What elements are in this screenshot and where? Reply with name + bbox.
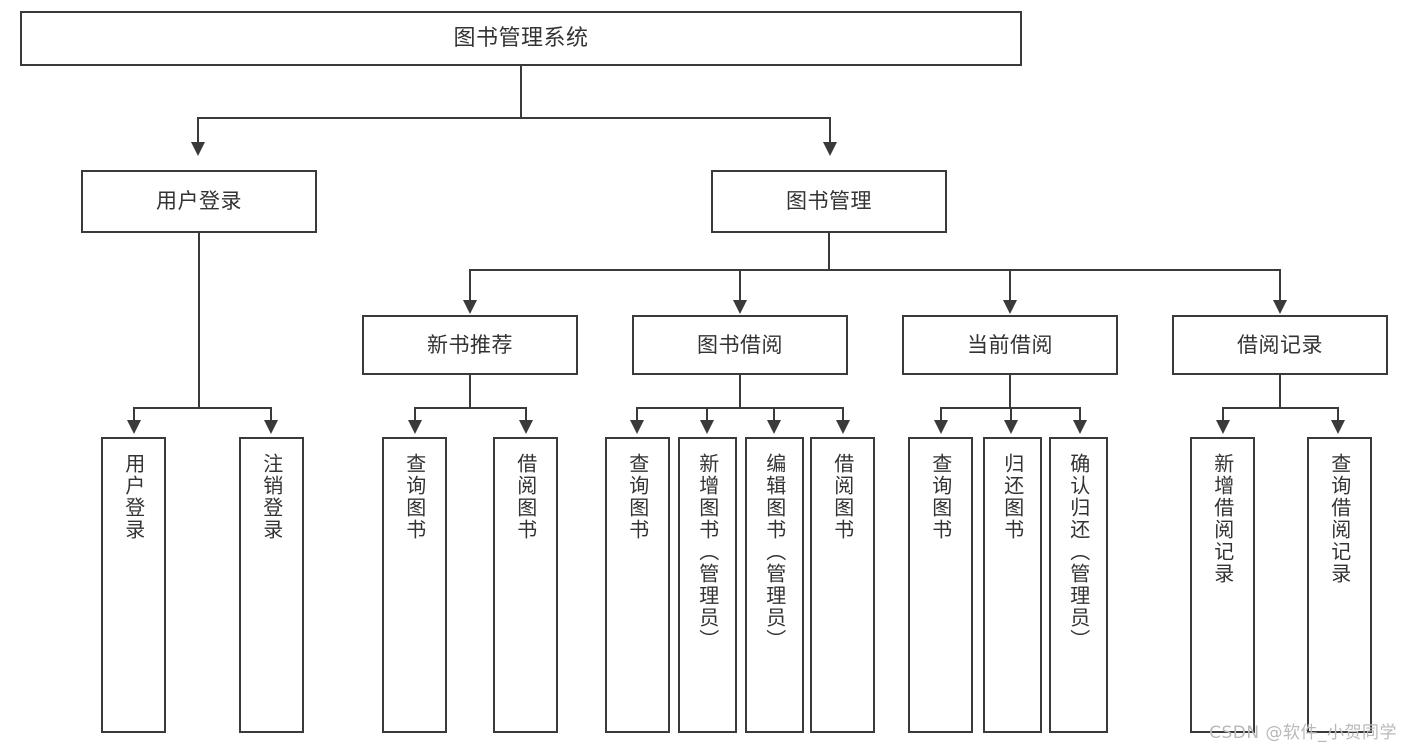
node-book-management[interactable]: 图书管理	[711, 170, 947, 233]
connector-user-login-to-leaf-1	[133, 407, 135, 421]
connector-book-borrow-bus	[636, 407, 844, 409]
connector-user-login-bus	[133, 407, 272, 409]
node-label: 新增借阅记录	[1210, 453, 1235, 585]
connector-user-login-stem	[198, 233, 200, 409]
leaf-record-add-borrow-record[interactable]: 新增借阅记录	[1190, 437, 1255, 733]
node-user-login[interactable]: 用户登录	[81, 170, 317, 233]
node-root-book-management-system[interactable]: 图书管理系统	[20, 11, 1022, 66]
node-label: 图书管理系统	[453, 25, 589, 51]
connector-current-borrow-stem	[1009, 375, 1011, 409]
arrowhead-new-book-rec-leaf-1	[408, 420, 422, 434]
arrowhead-current-borrow-leaf-3	[1073, 420, 1087, 434]
leaf-borrow-add-book-admin[interactable]: 新增图书（管理员）	[678, 437, 737, 733]
connector-book-borrow-to-leaf-1	[636, 407, 638, 421]
node-label: 查询图书	[625, 453, 650, 541]
connector-book-manage-stem	[828, 233, 830, 271]
csdn-watermark: CSDN @软件_小贺同学	[1209, 723, 1397, 743]
arrowhead-root-to-user-login	[191, 142, 205, 156]
arrowhead-book-borrow-leaf-2	[700, 420, 714, 434]
leaf-borrow-edit-book-admin[interactable]: 编辑图书（管理员）	[745, 437, 804, 733]
connector-root-to-book-manage	[829, 117, 831, 145]
node-label: 确认归还（管理员）	[1066, 453, 1091, 651]
arrowhead-book-borrow-leaf-1	[630, 420, 644, 434]
arrowhead-to-borrow-record	[1273, 300, 1287, 314]
connector-book-borrow-to-leaf-3	[773, 407, 775, 421]
arrowhead-user-login-to-leaf-2	[264, 420, 278, 434]
connector-book-manage-to-current-borrow	[1009, 269, 1011, 302]
connector-borrow-record-stem	[1279, 375, 1281, 409]
connector-new-book-rec-to-leaf-2	[525, 407, 527, 421]
leaf-current-query-book[interactable]: 查询图书	[908, 437, 973, 733]
node-current-borrow[interactable]: 当前借阅	[902, 315, 1118, 375]
node-label: 用户登录	[156, 189, 242, 214]
leaf-current-confirm-return-admin[interactable]: 确认归还（管理员）	[1049, 437, 1108, 733]
leaf-user-login[interactable]: 用户登录	[101, 437, 166, 733]
connector-current-borrow-to-leaf-2	[1010, 407, 1012, 421]
connector-current-borrow-to-leaf-1	[940, 407, 942, 421]
connector-root-to-user-login	[197, 117, 199, 145]
connector-current-borrow-to-leaf-3	[1079, 407, 1081, 421]
connector-book-borrow-to-leaf-2	[706, 407, 708, 421]
connector-book-borrow-to-leaf-4	[842, 407, 844, 421]
node-new-book-recommend[interactable]: 新书推荐	[362, 315, 578, 375]
connector-book-manage-bus	[469, 269, 1281, 271]
connector-book-manage-to-borrow-record	[1279, 269, 1281, 302]
arrowhead-book-borrow-leaf-4	[836, 420, 850, 434]
connector-borrow-record-to-leaf-2	[1337, 407, 1339, 421]
arrowhead-current-borrow-leaf-2	[1004, 420, 1018, 434]
node-label: 图书管理	[786, 189, 872, 214]
arrowhead-root-to-book-manage	[823, 142, 837, 156]
node-label: 查询图书	[402, 453, 427, 541]
connector-book-manage-to-book-borrow	[739, 269, 741, 302]
arrowhead-to-new-book-rec	[463, 300, 477, 314]
arrowhead-new-book-rec-leaf-2	[519, 420, 533, 434]
leaf-recommend-borrow-book[interactable]: 借阅图书	[493, 437, 558, 733]
connector-root-bus	[197, 117, 831, 119]
node-label: 注销登录	[259, 453, 284, 541]
connector-new-book-rec-to-leaf-1	[414, 407, 416, 421]
connector-book-manage-to-new-book-rec	[469, 269, 471, 302]
node-label: 当前借阅	[967, 332, 1053, 357]
connector-root-stem	[520, 66, 522, 118]
node-label: 借阅记录	[1237, 332, 1323, 357]
arrowhead-borrow-record-leaf-2	[1331, 420, 1345, 434]
node-label: 借阅图书	[513, 453, 538, 541]
leaf-borrow-borrow-book[interactable]: 借阅图书	[810, 437, 875, 733]
arrowhead-borrow-record-leaf-1	[1216, 420, 1230, 434]
leaf-logout[interactable]: 注销登录	[239, 437, 304, 733]
arrowhead-current-borrow-leaf-1	[934, 420, 948, 434]
node-label: 借阅图书	[830, 453, 855, 541]
arrowhead-book-borrow-leaf-3	[767, 420, 781, 434]
connector-new-book-rec-bus	[414, 407, 527, 409]
arrowhead-to-book-borrow	[733, 300, 747, 314]
leaf-record-query-borrow-record[interactable]: 查询借阅记录	[1307, 437, 1372, 733]
connector-book-borrow-stem	[739, 375, 741, 409]
arrowhead-user-login-to-leaf-1	[127, 420, 141, 434]
node-label: 编辑图书（管理员）	[762, 453, 787, 651]
connector-user-login-to-leaf-2	[270, 407, 272, 421]
leaf-recommend-query-book[interactable]: 查询图书	[382, 437, 447, 733]
node-label: 查询借阅记录	[1327, 453, 1352, 585]
node-label: 归还图书	[1000, 453, 1025, 541]
node-label: 用户登录	[121, 453, 146, 541]
leaf-borrow-query-book[interactable]: 查询图书	[605, 437, 670, 733]
node-label: 查询图书	[928, 453, 953, 541]
node-book-borrow[interactable]: 图书借阅	[632, 315, 848, 375]
node-label: 新书推荐	[427, 332, 513, 357]
node-borrow-record[interactable]: 借阅记录	[1172, 315, 1388, 375]
connector-new-book-rec-stem	[469, 375, 471, 409]
connector-borrow-record-to-leaf-1	[1222, 407, 1224, 421]
node-label: 图书借阅	[697, 332, 783, 357]
node-label: 新增图书（管理员）	[695, 453, 720, 651]
leaf-current-return-book[interactable]: 归还图书	[983, 437, 1042, 733]
connector-borrow-record-bus	[1222, 407, 1339, 409]
arrowhead-to-current-borrow	[1003, 300, 1017, 314]
